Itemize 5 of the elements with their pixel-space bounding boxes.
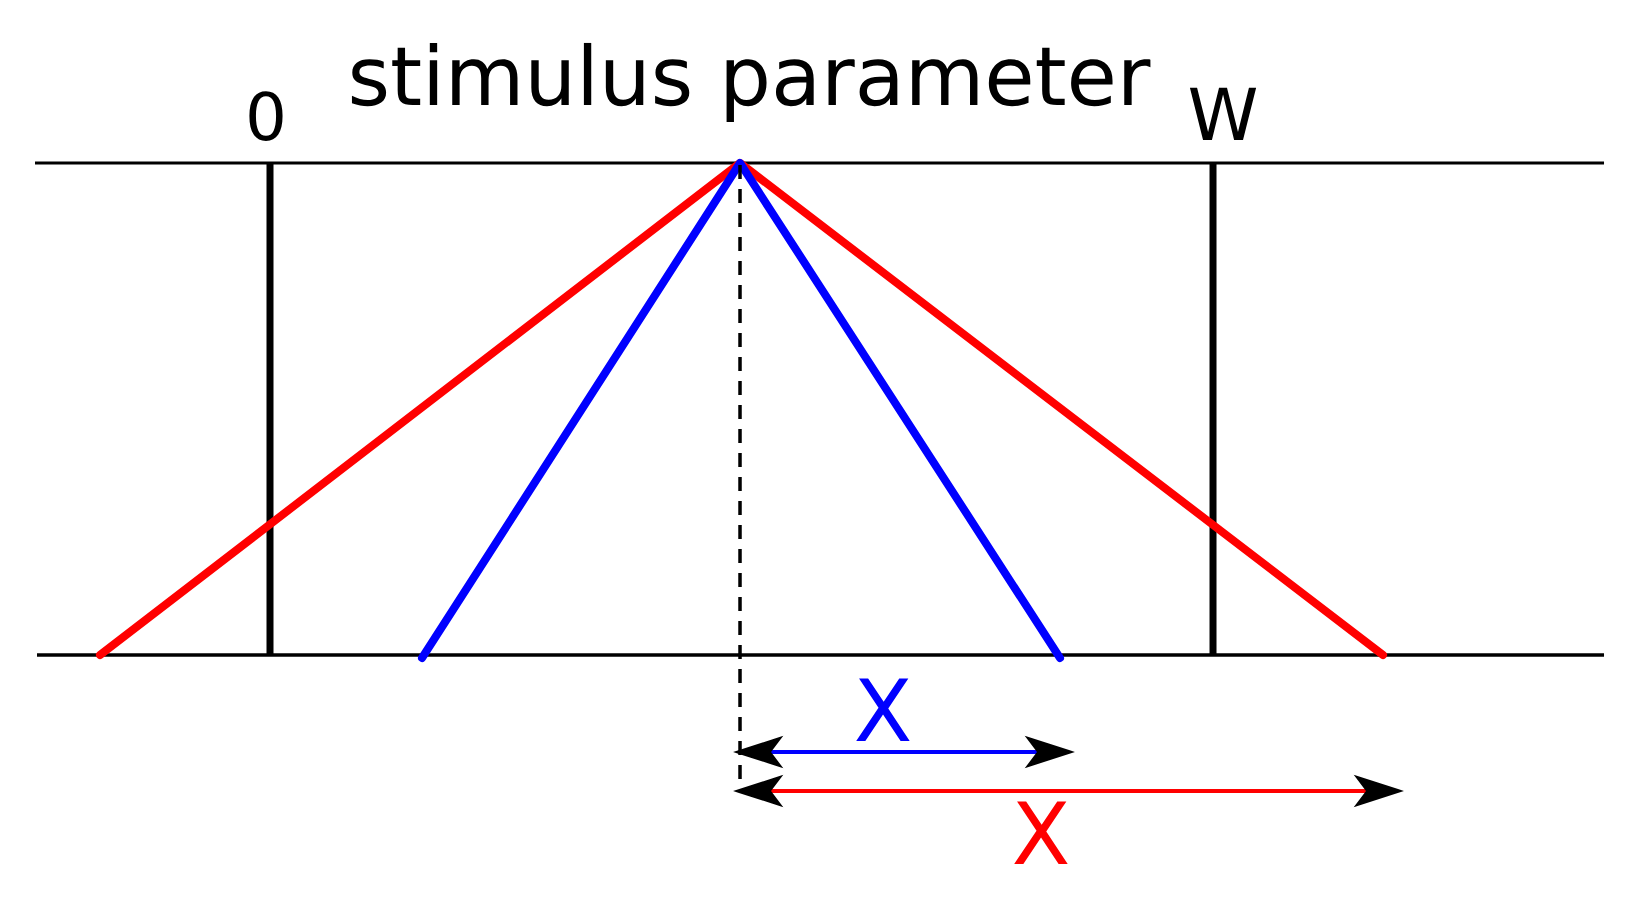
tick-label: 0 — [249, 91, 283, 141]
dimension-label: X — [1014, 801, 1068, 864]
tick-label: W — [1189, 87, 1257, 140]
axis-title: stimulus parameter — [351, 42, 1151, 122]
dimension-label: X — [856, 678, 910, 741]
